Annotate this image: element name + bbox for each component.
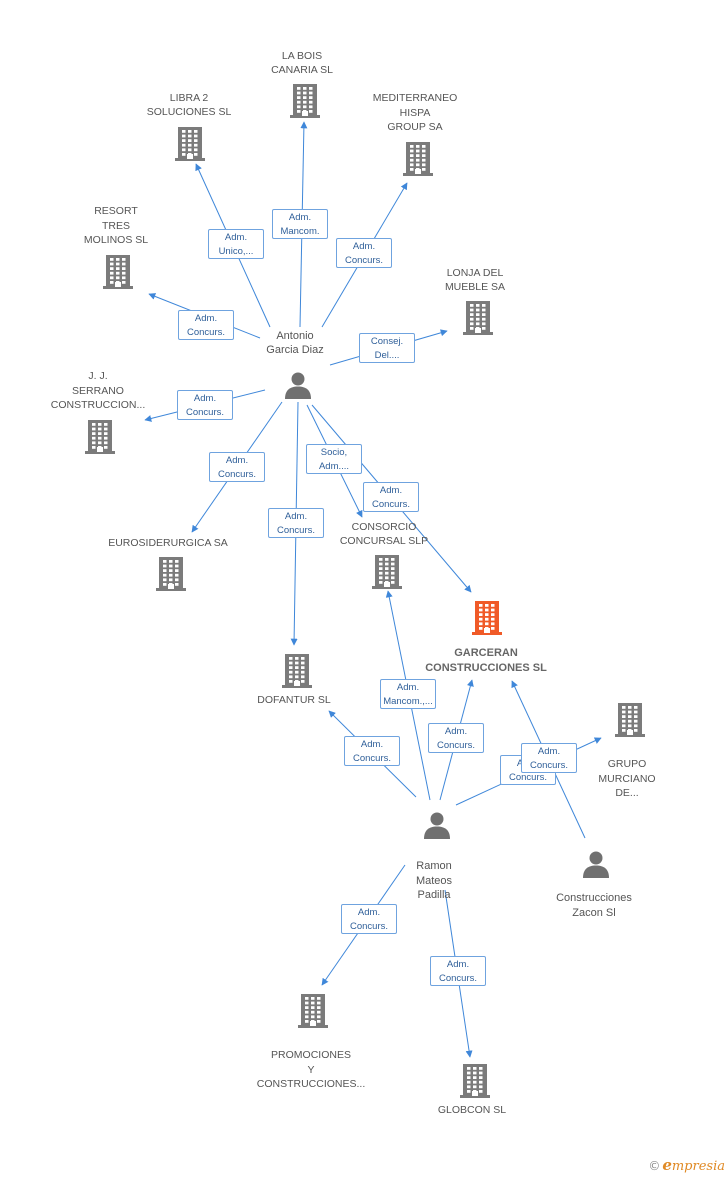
node-label-dofantur[interactable]: DOFANTUR SL xyxy=(257,694,331,706)
edge-label-zacon-to-garceran[interactable]: Adm. Concurs. xyxy=(521,743,577,773)
node-label-zacon[interactable]: Construcciones Zacon Sl xyxy=(556,892,632,919)
edge-label-antonio-to-la_bois[interactable]: Adm. Mancom. xyxy=(272,209,328,239)
node-label-grupo[interactable]: GRUPO MURCIANO DE... xyxy=(598,758,656,799)
building-icon[interactable] xyxy=(85,420,115,459)
edge-label-ramon-to-globcon[interactable]: Adm. Concurs. xyxy=(430,956,486,986)
building-icon[interactable] xyxy=(290,84,320,123)
edge-label-antonio-to-dofantur[interactable]: Adm. Concurs. xyxy=(268,508,324,538)
logo-text: mpresia xyxy=(671,1159,725,1174)
node-label-eurosiderurgica[interactable]: EUROSIDERURGICA SA xyxy=(108,536,228,549)
node-label-ramon[interactable]: Ramon Mateos Padilla xyxy=(415,860,453,901)
edge-label-ramon-to-consorcio[interactable]: Adm. Mancom.,... xyxy=(380,679,436,709)
building-icon[interactable] xyxy=(282,654,312,693)
edge-label-antonio-to-garceran[interactable]: Adm. Concurs. xyxy=(363,482,419,512)
node-label-resort[interactable]: RESORT TRES MOLINOS SL xyxy=(83,205,149,247)
edge-label-antonio-to-serrano[interactable]: Adm. Concurs. xyxy=(177,390,233,420)
edge-label-antonio-to-libra[interactable]: Adm. Unico,... xyxy=(208,229,264,259)
node-label-lonja[interactable]: LONJA DEL MUEBLE SA xyxy=(444,266,506,294)
person-icon[interactable] xyxy=(423,811,451,844)
copyright-symbol: © xyxy=(648,1159,661,1173)
edge-label-antonio-to-resort[interactable]: Adm. Concurs. xyxy=(178,310,234,340)
building-icon[interactable] xyxy=(463,301,493,340)
building-icon[interactable] xyxy=(175,127,205,166)
building-icon[interactable] xyxy=(472,601,502,640)
building-icon[interactable] xyxy=(156,557,186,596)
edge-label-antonio-to-lonja[interactable]: Consej. Del.... xyxy=(359,333,415,363)
node-label-antonio[interactable]: Antonio Garcia Diaz xyxy=(266,329,324,357)
node-label-promociones[interactable]: PROMOCIONES Y CONSTRUCCIONES... xyxy=(256,1049,366,1090)
building-icon[interactable] xyxy=(298,994,328,1033)
node-label-libra[interactable]: LIBRA 2 SOLUCIONES SL xyxy=(146,91,232,119)
node-label-globcon[interactable]: GLOBCON SL xyxy=(437,1104,507,1116)
person-icon[interactable] xyxy=(582,850,610,883)
building-icon[interactable] xyxy=(460,1064,490,1103)
logo-initial: e xyxy=(662,1156,672,1174)
node-label-serrano[interactable]: J. J. SERRANO CONSTRUCCION... xyxy=(50,370,146,412)
edge-label-antonio-to-eurosiderurgica[interactable]: Adm. Concurs. xyxy=(209,452,265,482)
building-icon[interactable] xyxy=(372,555,402,594)
building-icon[interactable] xyxy=(615,703,645,742)
edge-label-antonio-to-mediterraneo[interactable]: Adm. Concurs. xyxy=(336,238,392,268)
building-icon[interactable] xyxy=(403,142,433,181)
node-label-la_bois[interactable]: LA BOIS CANARIA SL xyxy=(271,49,333,77)
empresia-logo[interactable]: ©empresia xyxy=(648,1156,725,1174)
edge-label-antonio-to-consorcio[interactable]: Socio, Adm.... xyxy=(306,444,362,474)
edge-label-ramon-to-garceran[interactable]: Adm. Concurs. xyxy=(428,723,484,753)
edge-label-ramon-to-promociones[interactable]: Adm. Concurs. xyxy=(341,904,397,934)
node-label-garceran[interactable]: GARCERAN CONSTRUCCIONES SL xyxy=(425,647,547,674)
building-icon[interactable] xyxy=(103,255,133,294)
node-label-mediterraneo[interactable]: MEDITERRANEO HISPA GROUP SA xyxy=(372,92,458,134)
edge-label-ramon-to-dofantur[interactable]: Adm. Concurs. xyxy=(344,736,400,766)
node-label-consorcio[interactable]: CONSORCIO CONCURSAL SLP xyxy=(339,520,429,548)
person-icon[interactable] xyxy=(284,371,312,404)
